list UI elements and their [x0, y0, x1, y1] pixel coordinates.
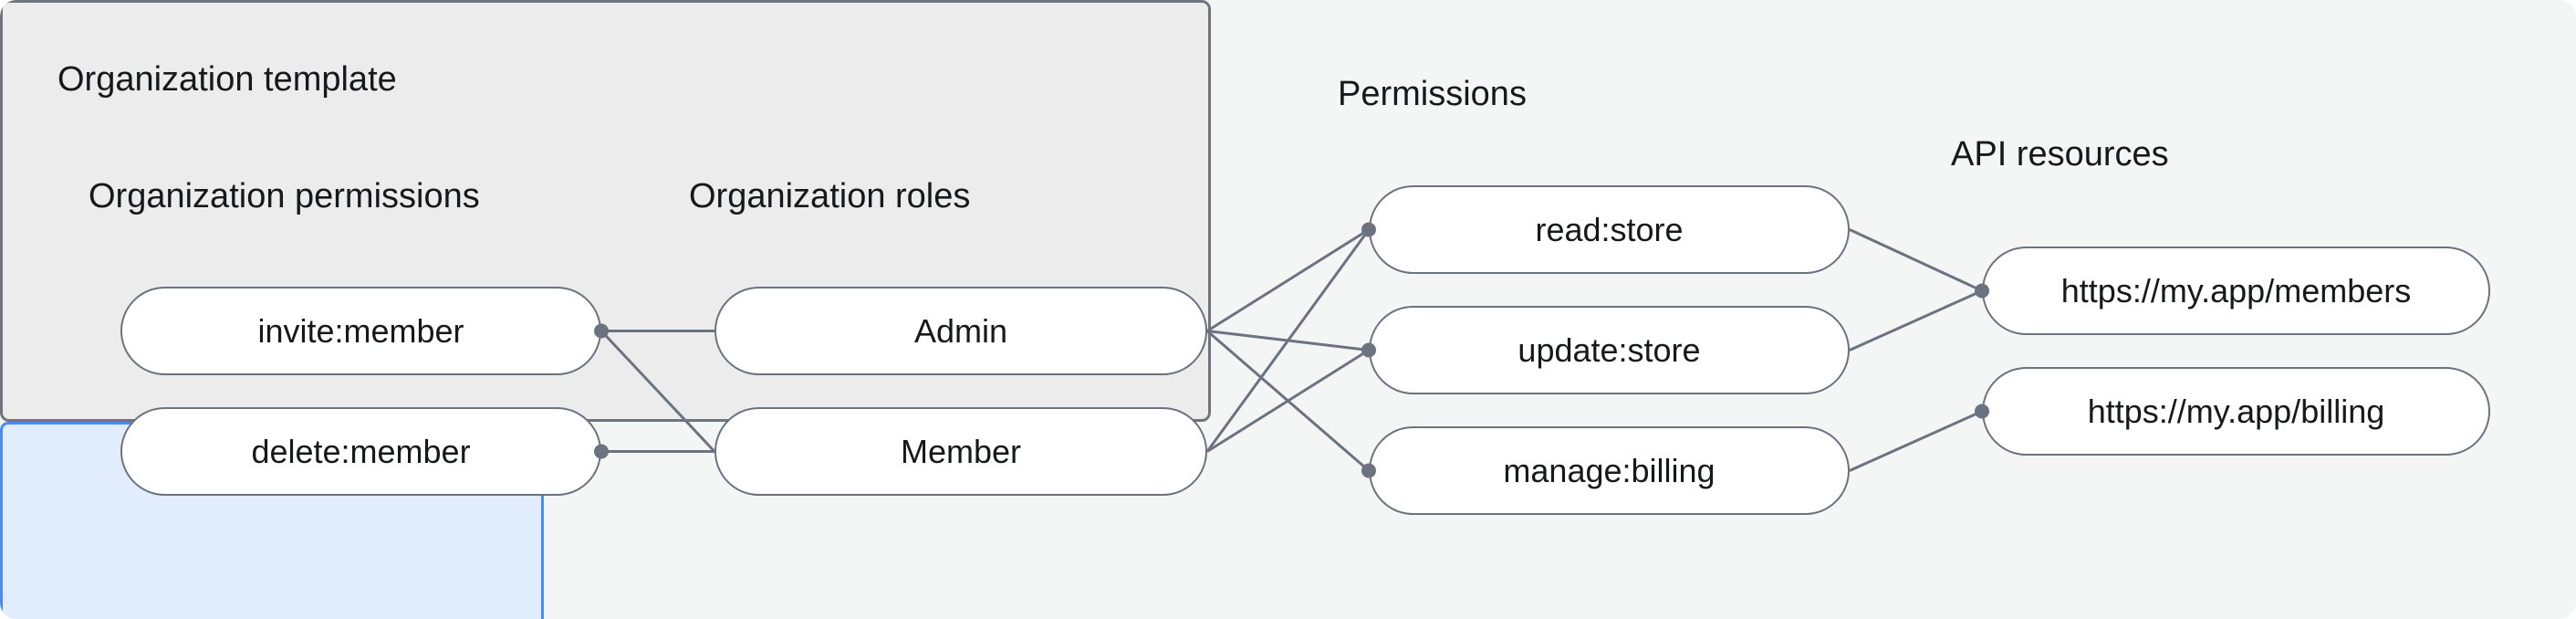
org-template-title: Organization template [57, 60, 397, 99]
node-api-members-label: https://my.app/members [2060, 271, 2412, 310]
node-manage-billing: manage:billing [1369, 426, 1850, 515]
edge-update-members [1849, 289, 1983, 351]
edge-admin-manage [1206, 330, 1370, 472]
api-resources-title: API resources [1951, 135, 2169, 173]
node-member: Member [714, 407, 1207, 496]
node-invite-member: invite:member [120, 287, 601, 375]
edge-member-read [1205, 228, 1371, 453]
node-update-store: update:store [1369, 306, 1850, 394]
node-admin-label: Admin [913, 311, 1008, 350]
node-invite-member-label: invite:member [257, 311, 464, 350]
node-read-store-label: read:store [1535, 210, 1684, 248]
edge-admin-read [1206, 228, 1370, 332]
node-delete-member-label: delete:member [251, 432, 471, 470]
edge-admin-update [1206, 330, 1370, 351]
permissions-title: Permissions [1338, 75, 1527, 113]
node-admin: Admin [714, 287, 1207, 375]
node-read-store: read:store [1369, 185, 1850, 274]
edge-read-members [1849, 228, 1983, 292]
node-api-billing-label: https://my.app/billing [2087, 392, 2385, 430]
edge-manage-billing [1849, 410, 1983, 472]
edge-member-update [1206, 349, 1370, 453]
node-api-members: https://my.app/members [1982, 247, 2490, 335]
node-delete-member: delete:member [120, 407, 601, 496]
org-roles-title: Organization roles [689, 177, 971, 215]
node-update-store-label: update:store [1517, 330, 1701, 369]
node-manage-billing-label: manage:billing [1503, 451, 1716, 489]
org-permissions-title: Organization permissions [89, 177, 480, 215]
node-api-billing: https://my.app/billing [1982, 367, 2490, 456]
node-member-label: Member [900, 432, 1022, 470]
